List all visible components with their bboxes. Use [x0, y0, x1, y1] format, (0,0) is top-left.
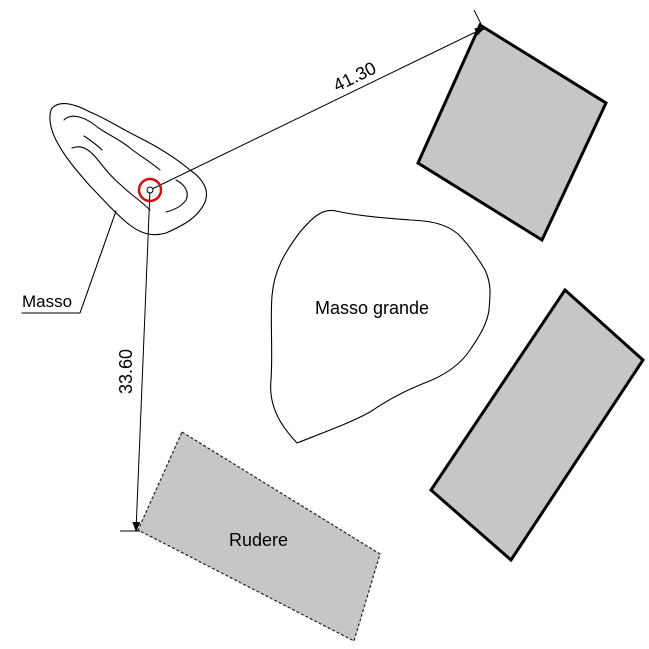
small-boulder-contour-3: [83, 135, 103, 151]
masso-leader-line: [21, 210, 117, 314]
distance-label-41: 41.30: [330, 58, 379, 96]
small-boulder-contour-2: [71, 146, 151, 211]
dimension-line-41: [149, 27, 485, 191]
large-boulder-label: Masso grande: [315, 298, 429, 318]
building-top-right: [416, 22, 608, 243]
small-boulder-outline: [49, 103, 208, 236]
building-bottom-right: [429, 287, 645, 563]
small-boulder-contour-4: [165, 179, 188, 213]
dimension-tick-41: [473, 9, 485, 31]
masso-label: Masso: [22, 292, 72, 311]
ruin-label: Rudere: [229, 530, 288, 550]
small-boulder-contour-1: [63, 115, 161, 171]
large-boulder-outline: [270, 209, 491, 444]
distance-label-33: 33.60: [116, 349, 136, 394]
station-point: [146, 186, 154, 194]
ruin-building: [137, 431, 381, 642]
station-marker: [137, 177, 163, 203]
dimension-line-33: [132, 189, 151, 532]
